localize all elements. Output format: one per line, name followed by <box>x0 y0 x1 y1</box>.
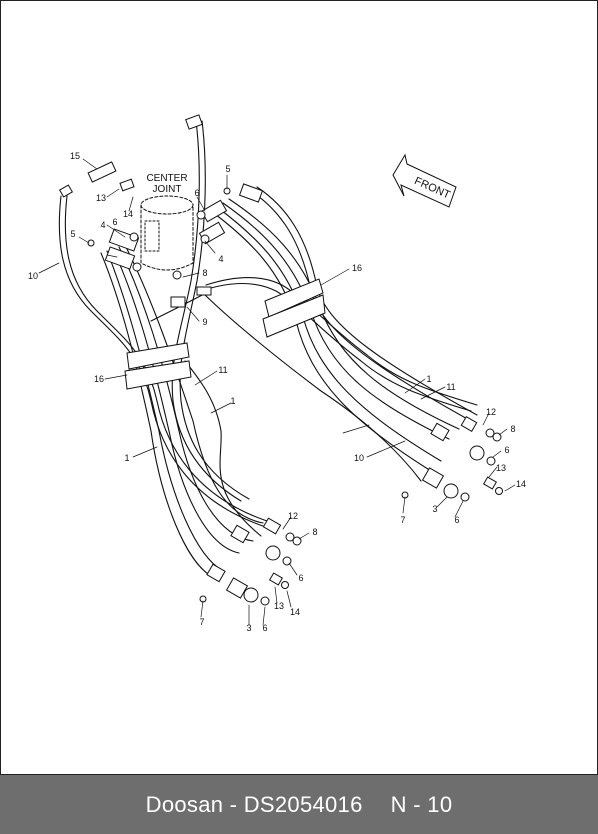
callout-8: 8 <box>312 527 317 537</box>
callout-6: 6 <box>262 623 267 633</box>
callout-13: 13 <box>496 463 506 473</box>
callout-13: 13 <box>274 601 284 611</box>
center-joint-label-line1: CENTER <box>146 173 187 184</box>
callout-6: 6 <box>194 188 199 198</box>
callout-10: 10 <box>354 453 364 463</box>
footer-page-number: N - 10 <box>390 791 453 817</box>
callout-numbers: 15 13 14 6 5 4 5 10 8 9 4 6 16 11 1 1 16… <box>28 151 526 633</box>
diagram-frame: CENTER JOINT FRONT 15 13 14 6 5 4 5 10 8… <box>0 0 598 775</box>
hydraulic-hose-diagram: CENTER JOINT FRONT 15 13 14 6 5 4 5 10 8… <box>28 114 526 633</box>
callout-6: 6 <box>298 573 303 583</box>
callout-7: 7 <box>400 515 405 525</box>
callout-12: 12 <box>486 407 496 417</box>
callout-14: 14 <box>123 209 133 219</box>
callout-16: 16 <box>94 374 104 384</box>
callout-4: 4 <box>218 254 223 264</box>
callout-4: 4 <box>100 220 105 230</box>
callout-7: 7 <box>199 617 204 627</box>
callout-9: 9 <box>202 317 207 327</box>
center-joint <box>140 195 194 271</box>
leader-lines <box>38 158 516 626</box>
callout-5: 5 <box>70 229 75 239</box>
callout-11: 11 <box>446 382 455 392</box>
callout-6: 6 <box>454 515 459 525</box>
callout-1: 1 <box>124 453 129 463</box>
callout-14: 14 <box>290 607 300 617</box>
callout-16: 16 <box>352 263 362 273</box>
right-hose-bundle <box>150 186 478 482</box>
callout-8: 8 <box>202 268 207 278</box>
center-joint-label-line2: JOINT <box>153 184 182 195</box>
callout-12: 12 <box>288 511 298 521</box>
left-fittings <box>199 517 302 606</box>
right-fittings <box>401 415 503 502</box>
front-arrow <box>392 153 457 208</box>
callout-3: 3 <box>246 623 251 633</box>
callout-6: 6 <box>504 445 509 455</box>
callout-3: 3 <box>432 504 437 514</box>
callout-1: 1 <box>230 396 235 406</box>
callout-10: 10 <box>28 271 38 281</box>
left-clamp <box>124 342 192 390</box>
callout-6: 6 <box>112 217 117 227</box>
footer-part-number: Doosan - DS2054016 <box>145 791 363 817</box>
callout-15: 15 <box>70 151 80 161</box>
callout-8: 8 <box>510 424 515 434</box>
top-fittings <box>58 114 264 308</box>
callout-14: 14 <box>516 479 526 489</box>
footer-bar: Doosan - DS2054016 N - 10 <box>0 775 598 834</box>
callout-11: 11 <box>218 365 227 375</box>
callout-13: 13 <box>96 193 106 203</box>
callout-5: 5 <box>225 164 230 174</box>
right-clamp <box>262 278 326 338</box>
callout-1: 1 <box>426 374 431 384</box>
